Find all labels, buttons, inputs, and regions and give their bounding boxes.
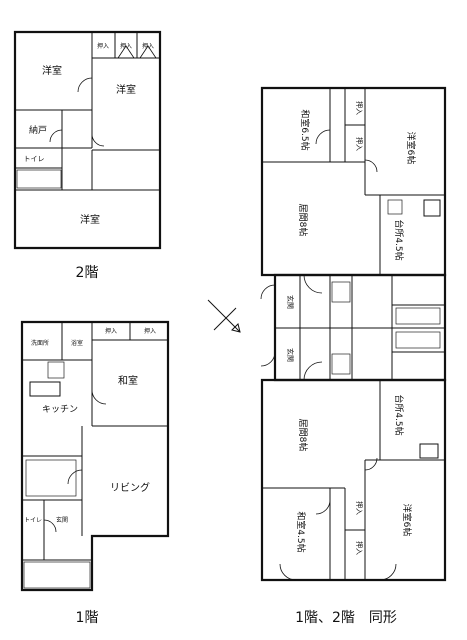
closet-label-1f-2: 押入 [144,327,156,335]
room-label-washitsu-top: 和室6.5帖 [299,109,311,150]
room-label-kitchen: キッチン [42,404,78,415]
room-label-youshitsu-nw: 洋室 [42,64,62,77]
room-label-living: リビング [110,481,150,494]
floor1-plan [20,320,170,592]
floor2-plan [13,30,162,250]
closet-label-top-2: 押入 [355,137,364,151]
room-label-youshitsu-bottom: 洋室6帖 [401,504,413,537]
room-label-dk-bottom: 台所4.5帖 [393,394,405,435]
room-label-genkan-1: 玄関 [286,295,295,309]
caption-floor2: 2階 [76,265,99,281]
room-label-youshitsu-ne: 洋室 [116,83,136,96]
closet-label-2f-2: 押入 [120,42,132,50]
room-label-youshitsu-s: 洋室 [80,213,100,226]
room-label-toilet-1f: トイレ [24,517,42,524]
closet-label-1f-1: 押入 [105,327,117,335]
closet-label-bottom-1: 押入 [355,501,364,515]
room-label-genkan-1f: 玄関 [56,516,68,524]
room-label-toilet-2f: トイレ [24,155,45,163]
room-label-nando: 納戸 [29,124,47,136]
room-label-washitsu-bottom: 和室4.5帖 [295,511,307,552]
caption-floor1: 1階 [76,610,99,626]
room-label-sennmenjo: 洗面所 [31,339,49,347]
unit-plan [260,86,447,582]
closet-label-2f-3: 押入 [142,42,154,50]
closet-label-top-1: 押入 [355,101,364,115]
closet-label-2f-1: 押入 [97,42,109,50]
room-label-bath: 浴室 [71,339,83,347]
room-label-ldk-top: 居間8帖 [297,204,309,237]
room-label-youshitsu-top: 洋室6帖 [405,132,417,165]
north-arrow-icon [207,299,241,333]
closet-label-bottom-2: 押入 [355,541,364,555]
room-label-genkan-2: 玄関 [286,348,295,362]
room-label-washitsu-1f: 和室 [118,374,138,387]
room-label-ldk-bottom: 居間8帖 [297,419,309,452]
caption-unit-plan: 1階、2階 同形 [295,610,397,626]
room-label-dk-top: 台所4.5帖 [393,219,405,260]
